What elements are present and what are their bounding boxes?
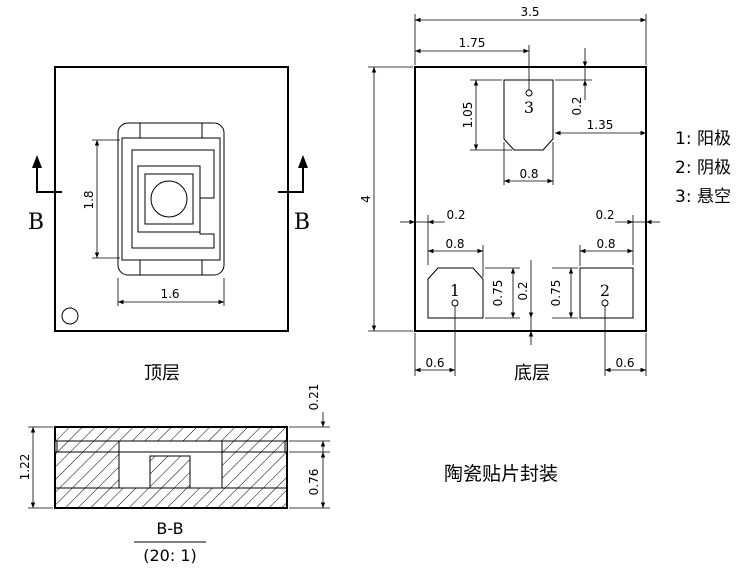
- section-title: B-B: [156, 519, 183, 538]
- section-label-right: B: [294, 210, 310, 235]
- top-view: B B 1.8 1.6 顶层: [28, 66, 310, 384]
- dim-pad2-height-label: 0.75: [549, 280, 563, 307]
- bottom-view: 3 1 2 3.5 1.75 4 1.05 0.2: [359, 5, 660, 384]
- chip-square-outer: [137, 165, 201, 233]
- section-mark-right: B: [278, 155, 310, 235]
- chip-square-inner: [144, 173, 194, 225]
- pad-3: [503, 79, 554, 151]
- top-view-caption: 顶层: [144, 363, 180, 384]
- dim-pad3-offset-label: 1.75: [459, 36, 486, 50]
- die-frame-inner: [121, 137, 221, 261]
- pad-1-label: 1: [450, 281, 460, 300]
- dim-bottom-gap-label: 0.2: [516, 281, 530, 300]
- dim-pad3-height-label: 1.05: [461, 102, 475, 129]
- dim-section-total-label: 1.22: [18, 454, 32, 481]
- pin-legend: 1: 阳极 2: 阴极 3: 悬空: [675, 129, 731, 207]
- dim-pad3-width-label: 0.8: [519, 167, 538, 181]
- dim-section-top-label: 0.21: [307, 384, 321, 411]
- section-view: 1.22 0.21 0.76 B-B (20: 1): [18, 384, 330, 565]
- pad-1-via: [451, 299, 459, 307]
- pad-2-via: [601, 299, 609, 307]
- legend-item-1: 1: 阳极: [675, 129, 731, 149]
- pad-3-via: [525, 89, 533, 97]
- dim-gap-left-label: 0.2: [446, 208, 465, 222]
- dim-pad3-right-label: 1.35: [587, 118, 614, 132]
- dim-total-width-label: 3.5: [520, 5, 539, 19]
- dim-pad1-width-label: 0.8: [445, 237, 464, 251]
- dim-pad1-height-label: 0.75: [491, 280, 505, 307]
- bottom-view-caption: 底层: [514, 363, 550, 384]
- pad-1: [427, 267, 484, 319]
- dim-edge-right-label: 0.6: [615, 356, 634, 370]
- package-name: 陶瓷贴片封装: [444, 463, 558, 485]
- dim-gap-right-label: 0.2: [595, 208, 614, 222]
- die-frame-outer: [117, 122, 225, 276]
- dim-height-label: 1.8: [82, 190, 96, 209]
- dim-pad3-gap-label: 0.2: [570, 96, 584, 115]
- pad-2-label: 2: [600, 281, 610, 300]
- section-mark-left: B: [28, 155, 62, 235]
- dim-edge-left-label: 0.6: [425, 356, 444, 370]
- section-chip: [149, 455, 191, 489]
- dim-pad2-width-label: 0.8: [596, 237, 615, 251]
- pad-3-label: 3: [524, 98, 534, 117]
- top-outline: [54, 66, 289, 332]
- legend-item-2: 2: 阴极: [675, 158, 731, 178]
- section-label-left: B: [28, 210, 44, 235]
- dim-total-height-label: 4: [359, 195, 373, 203]
- dim-width-label: 1.6: [160, 287, 179, 301]
- section-scale: (20: 1): [143, 546, 197, 565]
- legend-item-3: 3: 悬空: [675, 187, 731, 207]
- chip-window: [150, 180, 188, 218]
- bond-pad: [131, 149, 215, 249]
- pad-2: [579, 267, 634, 319]
- dim-section-bottom-label: 0.76: [307, 469, 321, 496]
- pin1-marker: [61, 307, 79, 325]
